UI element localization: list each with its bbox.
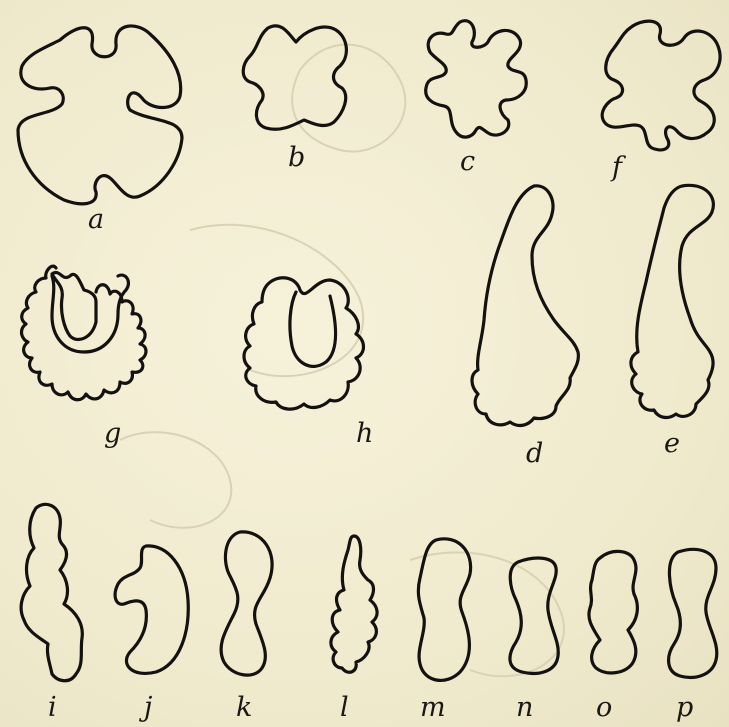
specimen-h-outline: [244, 278, 364, 409]
label-i: i: [48, 694, 57, 721]
specimen-g-outline: [52, 272, 128, 352]
label-a: a: [88, 206, 104, 233]
specimen-e-outline: [631, 185, 713, 417]
label-b: b: [288, 144, 305, 171]
label-k: k: [236, 694, 252, 721]
specimen-j-outline: [115, 546, 188, 674]
specimen-m-outline: [418, 539, 470, 681]
label-g: g: [104, 420, 121, 447]
label-m: m: [420, 694, 446, 721]
label-l: l: [340, 694, 349, 721]
specimen-i-outline: [21, 504, 82, 680]
specimen-o-outline: [589, 551, 637, 673]
specimen-f-outline: [602, 21, 720, 150]
label-h: h: [356, 420, 373, 447]
label-j: j: [144, 694, 152, 721]
label-p: p: [676, 694, 693, 721]
specimen-l-outline: [331, 536, 377, 672]
label-e: e: [664, 430, 680, 457]
specimen-c-outline: [426, 21, 527, 137]
label-n: n: [516, 694, 533, 721]
label-d: d: [526, 440, 543, 467]
label-c: c: [460, 148, 475, 175]
specimen-p-outline: [669, 549, 717, 677]
specimen-d-outline: [472, 186, 578, 426]
label-o: o: [596, 694, 612, 721]
specimen-k-outline: [221, 532, 272, 675]
specimen-a-outline: [18, 26, 182, 204]
label-f: f: [612, 154, 622, 181]
